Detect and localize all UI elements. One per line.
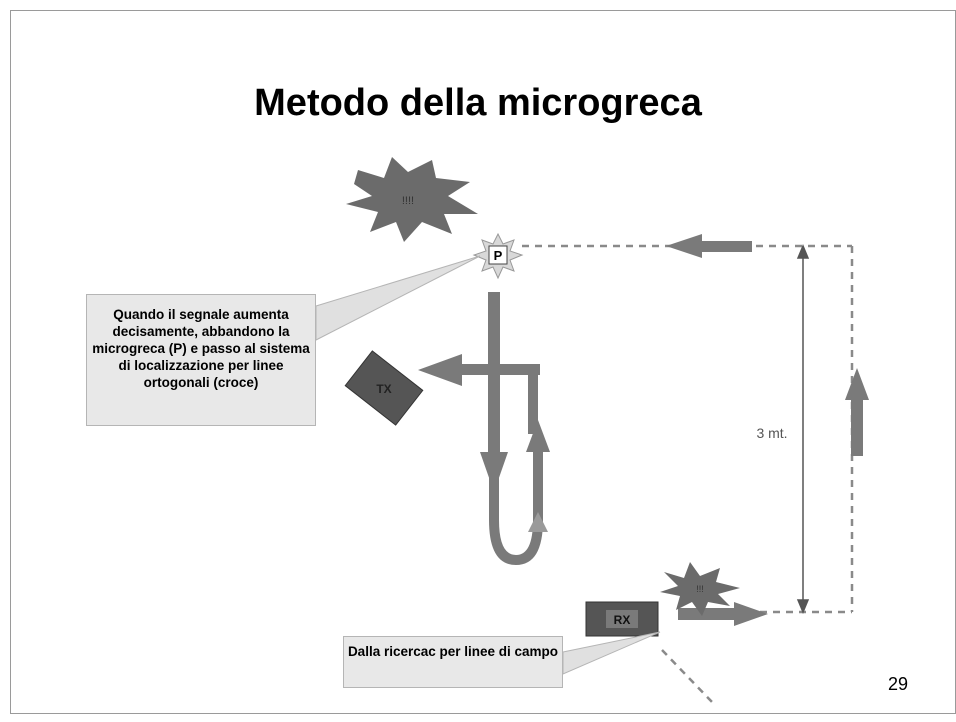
starburst-large-label: !!!! (402, 195, 414, 207)
starburst-small-label: !!! (696, 584, 704, 594)
rx-label: RX (614, 613, 631, 627)
tx-device (344, 350, 424, 426)
arrow-left-to-tx (418, 354, 540, 434)
signal-starburst-small (660, 562, 740, 616)
arrow-down-from-p (480, 292, 508, 492)
u-turn-arrowhead-2 (528, 512, 548, 532)
dashed-line-lower-right (661, 649, 713, 703)
callout-2-pointer (562, 631, 661, 675)
arrow-left-top (666, 234, 752, 258)
arrow-right-bottom (678, 602, 768, 626)
rx-label-box (606, 610, 638, 628)
u-turn-loop (489, 450, 543, 566)
callout-microgreca: Quando il segnale aumenta decisamente, a… (86, 294, 316, 426)
callout-field-lines: Dalla ricercac per linee di campo (343, 636, 563, 688)
callout-1-pointer (315, 255, 481, 341)
measure-arrowhead-top (796, 244, 810, 259)
distance-label: 3 mt. (756, 425, 787, 441)
tx-label: TX (376, 382, 391, 396)
measure-arrowhead-bottom (796, 599, 810, 614)
page-number: 29 (888, 674, 909, 694)
u-turn-arrowhead (526, 420, 550, 452)
point-p-label: P (494, 248, 503, 263)
arrow-up-right (845, 368, 869, 456)
slide-title: Metodo della microgreca (254, 82, 702, 124)
point-p-box (488, 245, 508, 265)
signal-starburst-large (346, 157, 478, 242)
